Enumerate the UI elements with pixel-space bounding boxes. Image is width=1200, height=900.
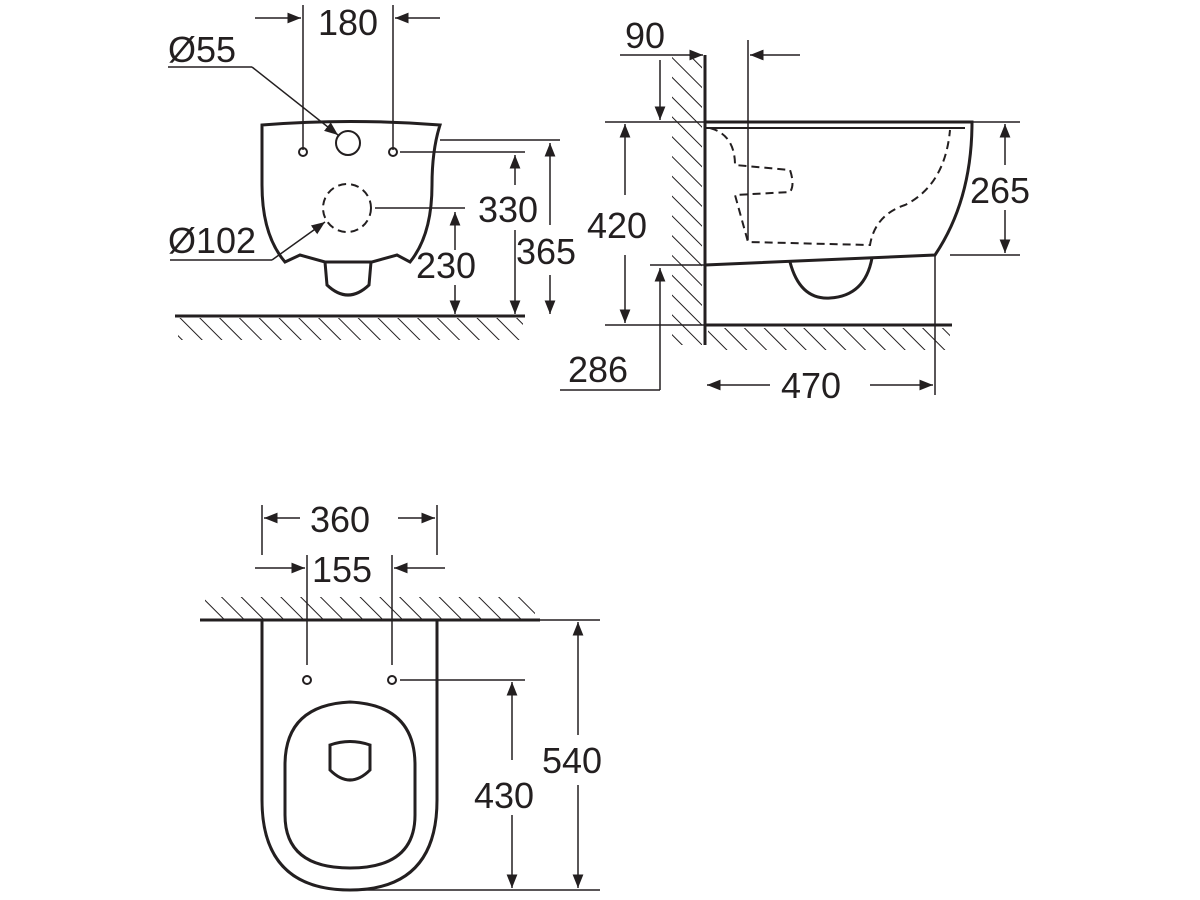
dim-bolt-height: 330 — [478, 189, 538, 230]
dim-bowl-height: 265 — [970, 170, 1030, 211]
seat-bolt-left — [302, 675, 312, 685]
dim-width: 360 — [310, 499, 370, 540]
dim-inlet-diameter: Ø55 — [168, 29, 236, 70]
dim-bottom-height: 286 — [568, 349, 628, 390]
siphon-side — [788, 257, 874, 300]
dim-bolt-spacing: 180 — [318, 2, 378, 43]
dim-seat-height: 420 — [587, 205, 647, 246]
dim-seat-bolt-spacing: 155 — [312, 549, 372, 590]
floor-hatching — [178, 318, 523, 340]
dim-depth: 470 — [781, 365, 841, 406]
hidden-outline — [709, 127, 951, 247]
inlet-circle — [335, 130, 361, 156]
outlet-circle — [322, 183, 372, 233]
floor-hatching-side — [708, 328, 950, 350]
wall-hatching — [672, 55, 702, 345]
dim-top-height: 365 — [516, 231, 576, 272]
wc-front-body — [260, 120, 443, 264]
bowl-opening — [328, 740, 372, 782]
wc-top-outline — [260, 620, 439, 892]
dim-outlet-height: 230 — [416, 245, 476, 286]
wc-side-body — [704, 120, 974, 267]
dim-wall-offset: 90 — [625, 15, 665, 56]
seat-outline — [283, 700, 417, 870]
wall-hatching-top — [205, 597, 535, 619]
dim-bolt-to-front: 430 — [474, 775, 534, 816]
side-view: 90 420 286 265 470 — [560, 15, 1030, 406]
dim-length: 540 — [542, 740, 602, 781]
siphon — [323, 261, 373, 297]
front-view: 180 Ø55 Ø102 230 330 365 — [168, 2, 576, 340]
seat-bolt-right — [387, 675, 397, 685]
dim-outlet-diameter: Ø102 — [168, 220, 256, 261]
top-view: 360 155 430 540 — [200, 499, 602, 892]
